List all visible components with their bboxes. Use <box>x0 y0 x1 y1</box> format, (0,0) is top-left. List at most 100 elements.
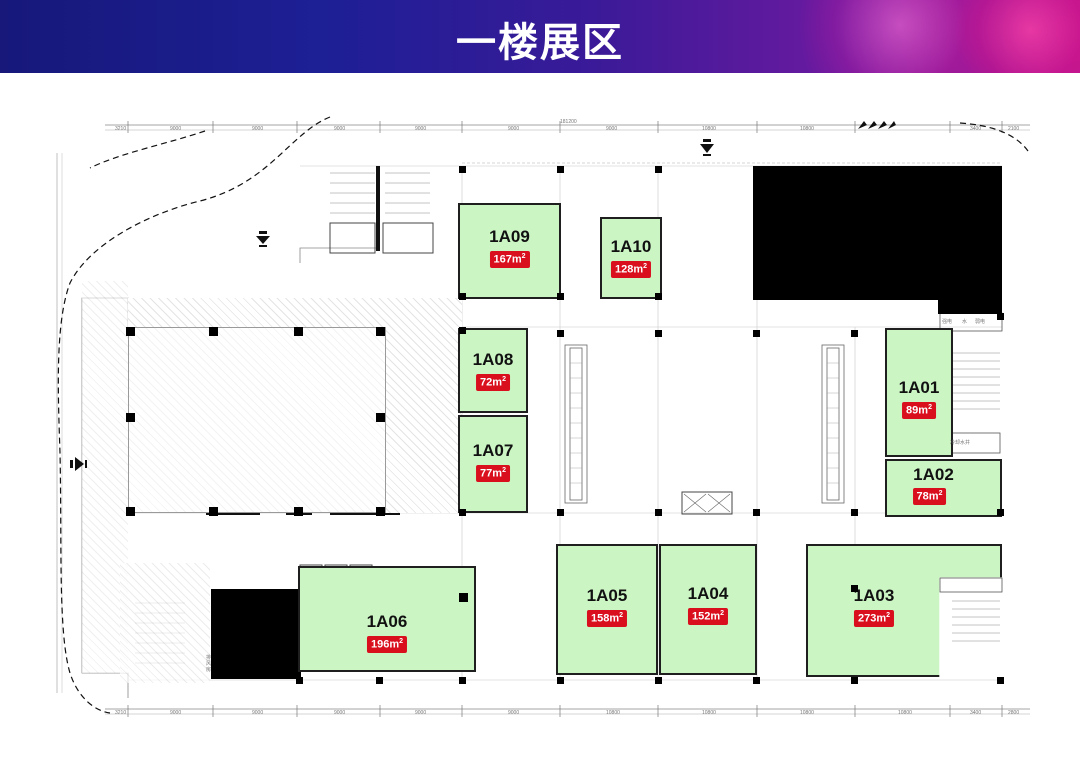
dim-label: 2800 <box>1008 710 1020 716</box>
booth-area-badge: 78m2 <box>912 488 947 505</box>
column <box>376 413 385 422</box>
column <box>557 677 564 684</box>
column <box>997 677 1004 684</box>
dim-label: 2100 <box>1008 126 1020 132</box>
column <box>294 327 303 336</box>
booth-code: 1A04 <box>687 584 729 603</box>
column <box>459 293 466 300</box>
column <box>655 509 662 516</box>
booth-1a04[interactable]: 1A04 152m2 <box>659 544 757 675</box>
column <box>557 166 564 173</box>
dim-label: 9000 <box>415 126 427 132</box>
dim-label: 9000 <box>334 126 346 132</box>
column <box>997 313 1004 320</box>
dim-label: 9000 <box>170 126 182 132</box>
dim-label: 9000 <box>508 126 520 132</box>
column <box>209 507 218 516</box>
column <box>851 509 858 516</box>
column <box>376 677 383 684</box>
column <box>126 413 135 422</box>
dim-label: 9000 <box>252 126 264 132</box>
booth-area-badge: 167m2 <box>489 251 530 268</box>
dim-label: 10800 <box>800 126 814 132</box>
entrance-arrow-icon <box>256 231 270 247</box>
column <box>557 330 564 337</box>
black-block-northeast <box>753 166 1002 300</box>
dim-label: 9000 <box>508 710 520 716</box>
column <box>753 509 760 516</box>
booth-code: 1A08 <box>472 350 514 369</box>
booth-area-badge: 77m2 <box>476 465 510 482</box>
floor-plan: 1A09 167m2 1A10 128m2 1A08 72m2 1A07 77m… <box>0 73 1080 764</box>
column <box>459 593 468 602</box>
dim-label: 3210 <box>115 126 127 132</box>
column <box>459 166 466 173</box>
entrance-arrow-icon <box>700 139 714 156</box>
column <box>376 327 385 336</box>
booth-area-badge: 152m2 <box>687 608 729 625</box>
dim-label: 10800 <box>702 126 716 132</box>
weak-electric-label: 弱电 <box>975 319 986 325</box>
column <box>851 585 858 592</box>
column <box>851 677 858 684</box>
column <box>753 330 760 337</box>
water-label: 水 <box>962 319 968 325</box>
booth-1a07[interactable]: 1A07 77m2 <box>458 415 528 513</box>
column <box>126 327 135 336</box>
column <box>459 327 466 334</box>
dim-label: 10800 <box>606 710 620 716</box>
header-banner: 一楼展区 <box>0 0 1080 73</box>
entrance-arrow-icon <box>70 457 87 471</box>
dim-label: 3210 <box>115 710 127 716</box>
booth-area-badge: 72m2 <box>476 374 510 391</box>
column <box>753 677 760 684</box>
column <box>294 507 303 516</box>
booth-1a08[interactable]: 1A08 72m2 <box>458 328 528 413</box>
column <box>655 330 662 337</box>
column <box>459 677 466 684</box>
black-block-southwest <box>211 589 301 679</box>
cold-machine-label: 冷却水井 <box>950 440 971 446</box>
column <box>557 509 564 516</box>
dim-label: 3400 <box>970 710 982 716</box>
column <box>997 509 1004 516</box>
booth-area-badge: 158m2 <box>586 610 628 627</box>
dim-label: 10800 <box>702 710 716 716</box>
column <box>557 293 564 300</box>
column <box>655 166 662 173</box>
booth-code: 1A03 <box>853 586 895 605</box>
booth-area-badge: 128m2 <box>610 261 652 278</box>
booth-code: 1A09 <box>489 227 530 246</box>
dim-label: 9000 <box>252 710 264 716</box>
page-title: 一楼展区 <box>456 20 624 66</box>
booth-1a06[interactable]: 1A06 196m2 <box>298 566 476 672</box>
decor-swirl <box>950 0 1080 73</box>
core-hall <box>128 327 386 513</box>
booth-area-badge: 196m2 <box>366 636 408 653</box>
booth-code: 1A02 <box>913 465 954 484</box>
dim-label: 9000 <box>170 710 182 716</box>
southwest-hatch-area <box>120 563 210 683</box>
column <box>376 507 385 516</box>
parking-arrows-icon <box>858 121 896 129</box>
column <box>209 327 218 336</box>
booth-code: 1A07 <box>472 441 514 460</box>
dim-label: 9000 <box>415 710 427 716</box>
booth-1a10[interactable]: 1A10 128m2 <box>600 217 662 299</box>
dim-label: 10800 <box>800 710 814 716</box>
booth-1a09[interactable]: 1A09 167m2 <box>458 203 561 299</box>
dim-label: 181200 <box>560 119 577 125</box>
black-block-northeast-tail <box>938 298 1002 314</box>
booth-code: 1A10 <box>610 237 652 256</box>
column <box>655 293 662 300</box>
booth-1a02[interactable]: 1A02 78m2 <box>885 459 1002 517</box>
column <box>296 677 303 684</box>
fan-room-label: 排风房 <box>206 655 212 673</box>
booth-1a05[interactable]: 1A05 158m2 <box>556 544 658 675</box>
booth-code: 1A01 <box>898 378 940 397</box>
column <box>851 330 858 337</box>
booth-area-badge: 89m2 <box>902 402 936 419</box>
booth-1a01[interactable]: 1A01 89m2 <box>885 328 953 457</box>
booth-code: 1A06 <box>366 612 408 631</box>
booth-code: 1A05 <box>586 586 628 605</box>
